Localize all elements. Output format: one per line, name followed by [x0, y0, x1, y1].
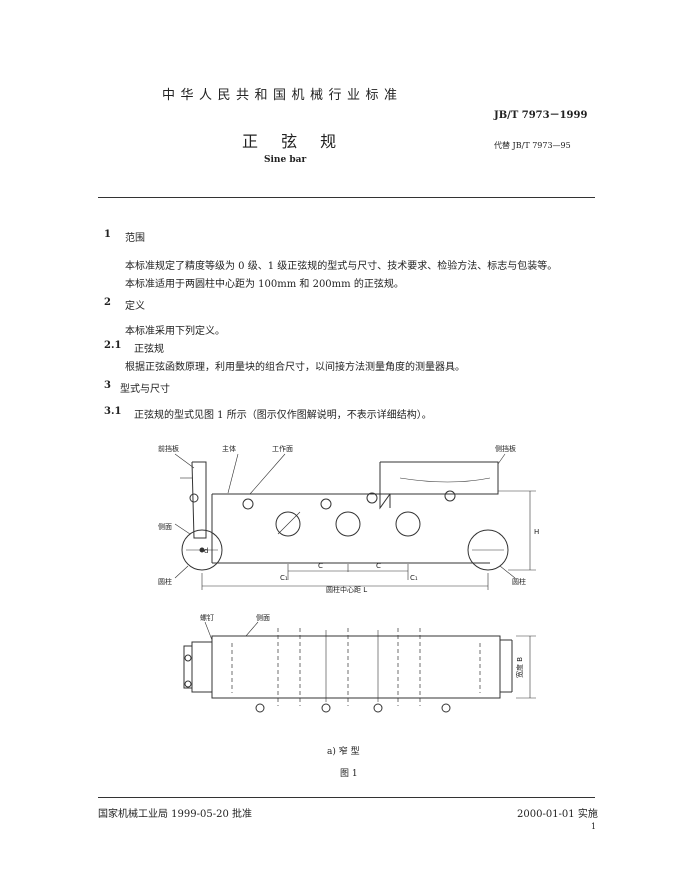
label-working-face: 工作面 — [272, 444, 293, 453]
label-front-stop: 前挡板 — [158, 444, 179, 453]
label-height: H — [534, 528, 539, 536]
section-num: 3 — [104, 380, 111, 391]
paragraph: 本标准适用于两圆柱中心距为 100mm 和 200mm 的正弦规。 — [125, 279, 404, 290]
label-side-stop: 侧挡板 — [495, 444, 516, 453]
label-center-distance: 圆柱中心距 L — [326, 585, 367, 594]
doc-subtitle: Sine bar — [264, 155, 307, 165]
paragraph: 本标准规定了精度等级为 0 级、1 级正弦规的型式与尺寸、技术要求、检验方法、标… — [125, 261, 558, 272]
label-side-face-2: 侧面 — [256, 613, 270, 622]
implementation-date: 2000-01-01 实施 — [517, 809, 598, 820]
section-title: 范围 — [125, 233, 145, 244]
label-width: 宽度 B — [515, 657, 524, 678]
label-body: 主体 — [222, 444, 236, 453]
section-title: 型式与尺寸 — [120, 384, 170, 395]
standard-title: 中华人民共和国机械行业标准 — [162, 88, 403, 103]
section-title: 正弦规 — [134, 344, 164, 355]
footer-rule — [98, 797, 595, 798]
sine-bar-drawing: 前挡板 主体 工作面 侧挡板 侧面 圆柱 圆柱 圆柱中心距 L C C C₁ C… — [158, 444, 539, 713]
section-title: 定义 — [125, 301, 145, 312]
section-num: 1 — [104, 229, 111, 240]
section-num: 3.1 — [104, 406, 122, 417]
label-c-1: C — [318, 562, 323, 570]
label-c1-right: C₁ — [410, 574, 418, 582]
section-num: 2.1 — [104, 340, 122, 351]
page-number: 1 — [591, 822, 597, 831]
paragraph: 本标准采用下列定义。 — [125, 326, 225, 337]
section-title: 正弦规的型式见图 1 所示（图示仅作图解说明，不表示详细结构）。 — [134, 410, 432, 421]
replaces-note: 代替 JB/T 7973—95 — [494, 141, 571, 150]
section-num: 2 — [104, 297, 111, 308]
label-cylinder-left: 圆柱 — [158, 577, 172, 586]
label-cylinder-right: 圆柱 — [512, 577, 526, 586]
approval-note: 国家机械工业局 1999-05-20 批准 — [98, 809, 253, 820]
label-c-2: C — [376, 562, 381, 570]
paragraph: 根据正弦函数原理，利用量块的组合尺寸，以间接方法测量角度的测量器具。 — [125, 362, 465, 373]
header-rule — [98, 197, 595, 198]
doc-title: 正 弦 规 — [242, 132, 346, 151]
label-screw: 螺钉 — [200, 613, 214, 622]
label-d: d — [204, 547, 208, 555]
figure-subcaption: a) 窄 型 — [327, 747, 360, 757]
standard-code: JB/T 7973－1999 — [494, 110, 588, 121]
figure-caption: 图 1 — [340, 769, 358, 779]
label-side-face: 侧面 — [158, 522, 172, 531]
label-c1-left: C₁ — [280, 574, 288, 582]
